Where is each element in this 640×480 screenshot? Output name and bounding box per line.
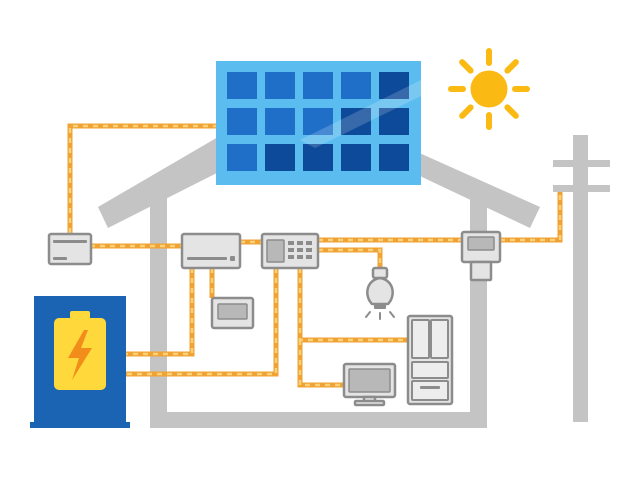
distribution-board-icon bbox=[260, 232, 320, 270]
wire-board-to-fridge bbox=[297, 268, 408, 343]
breaker-switch bbox=[306, 248, 312, 252]
power-conditioner-icon bbox=[47, 232, 93, 266]
wire-board-to-battery bbox=[126, 268, 279, 377]
wire-layer-dash bbox=[68, 124, 562, 387]
solar-cell bbox=[341, 108, 371, 135]
solar-cell bbox=[303, 144, 333, 171]
solar-cell bbox=[379, 72, 409, 99]
solar-cell bbox=[227, 108, 257, 135]
solar-cell bbox=[227, 72, 257, 99]
house-wall-left bbox=[150, 188, 167, 428]
solar-cell bbox=[265, 108, 295, 135]
solar-panel-glare bbox=[300, 80, 421, 148]
solar-cell bbox=[227, 144, 257, 171]
solar-panel-cells bbox=[227, 72, 409, 171]
house-wall-right bbox=[470, 188, 487, 428]
pole-shaft bbox=[573, 135, 588, 422]
house-floor bbox=[150, 412, 487, 428]
refrigerator-icon bbox=[406, 314, 454, 406]
pole-crossarm-bottom bbox=[553, 185, 610, 192]
wire-board-to-bulb bbox=[318, 247, 383, 270]
breaker-switch bbox=[297, 255, 303, 259]
sun-ray bbox=[459, 104, 474, 119]
television-icon bbox=[342, 362, 397, 407]
utility-pole-icon bbox=[553, 135, 610, 422]
battery-icon bbox=[30, 296, 130, 428]
lightning-bolt-icon bbox=[68, 330, 92, 380]
solar-cell bbox=[341, 72, 371, 99]
sun-ray bbox=[459, 59, 474, 74]
light-bulb-icon bbox=[365, 266, 395, 320]
breaker-switch bbox=[306, 255, 312, 259]
sun-rays bbox=[448, 48, 530, 130]
battery-cabinet-base bbox=[30, 422, 130, 428]
wiring bbox=[67, 123, 563, 388]
monitor-icon bbox=[210, 296, 255, 330]
solar-cell bbox=[341, 144, 371, 171]
solar-cell bbox=[265, 144, 295, 171]
breaker-switch bbox=[297, 248, 303, 252]
solar-cell bbox=[265, 72, 295, 99]
sun-ray bbox=[504, 104, 519, 119]
breaker-switch bbox=[288, 255, 294, 259]
solar-cell bbox=[379, 144, 409, 171]
power-meter-icon bbox=[460, 230, 502, 282]
breaker-switch bbox=[288, 248, 294, 252]
breaker-switch bbox=[297, 241, 303, 245]
solar-panel-icon bbox=[216, 61, 421, 185]
sun-ray bbox=[504, 59, 519, 74]
breaker-switches bbox=[288, 241, 312, 259]
inverter-icon bbox=[180, 232, 242, 270]
sun-disc bbox=[470, 70, 508, 108]
solar-cell bbox=[303, 108, 333, 135]
pole-crossarm-top bbox=[553, 160, 610, 167]
solar-cell bbox=[379, 108, 409, 135]
breaker-switch bbox=[288, 241, 294, 245]
battery-cell-terminal bbox=[70, 311, 90, 319]
wire-board-to-tv bbox=[297, 340, 344, 388]
breaker-switch bbox=[306, 241, 312, 245]
sun-icon bbox=[448, 48, 530, 130]
solar-cell bbox=[303, 72, 333, 99]
